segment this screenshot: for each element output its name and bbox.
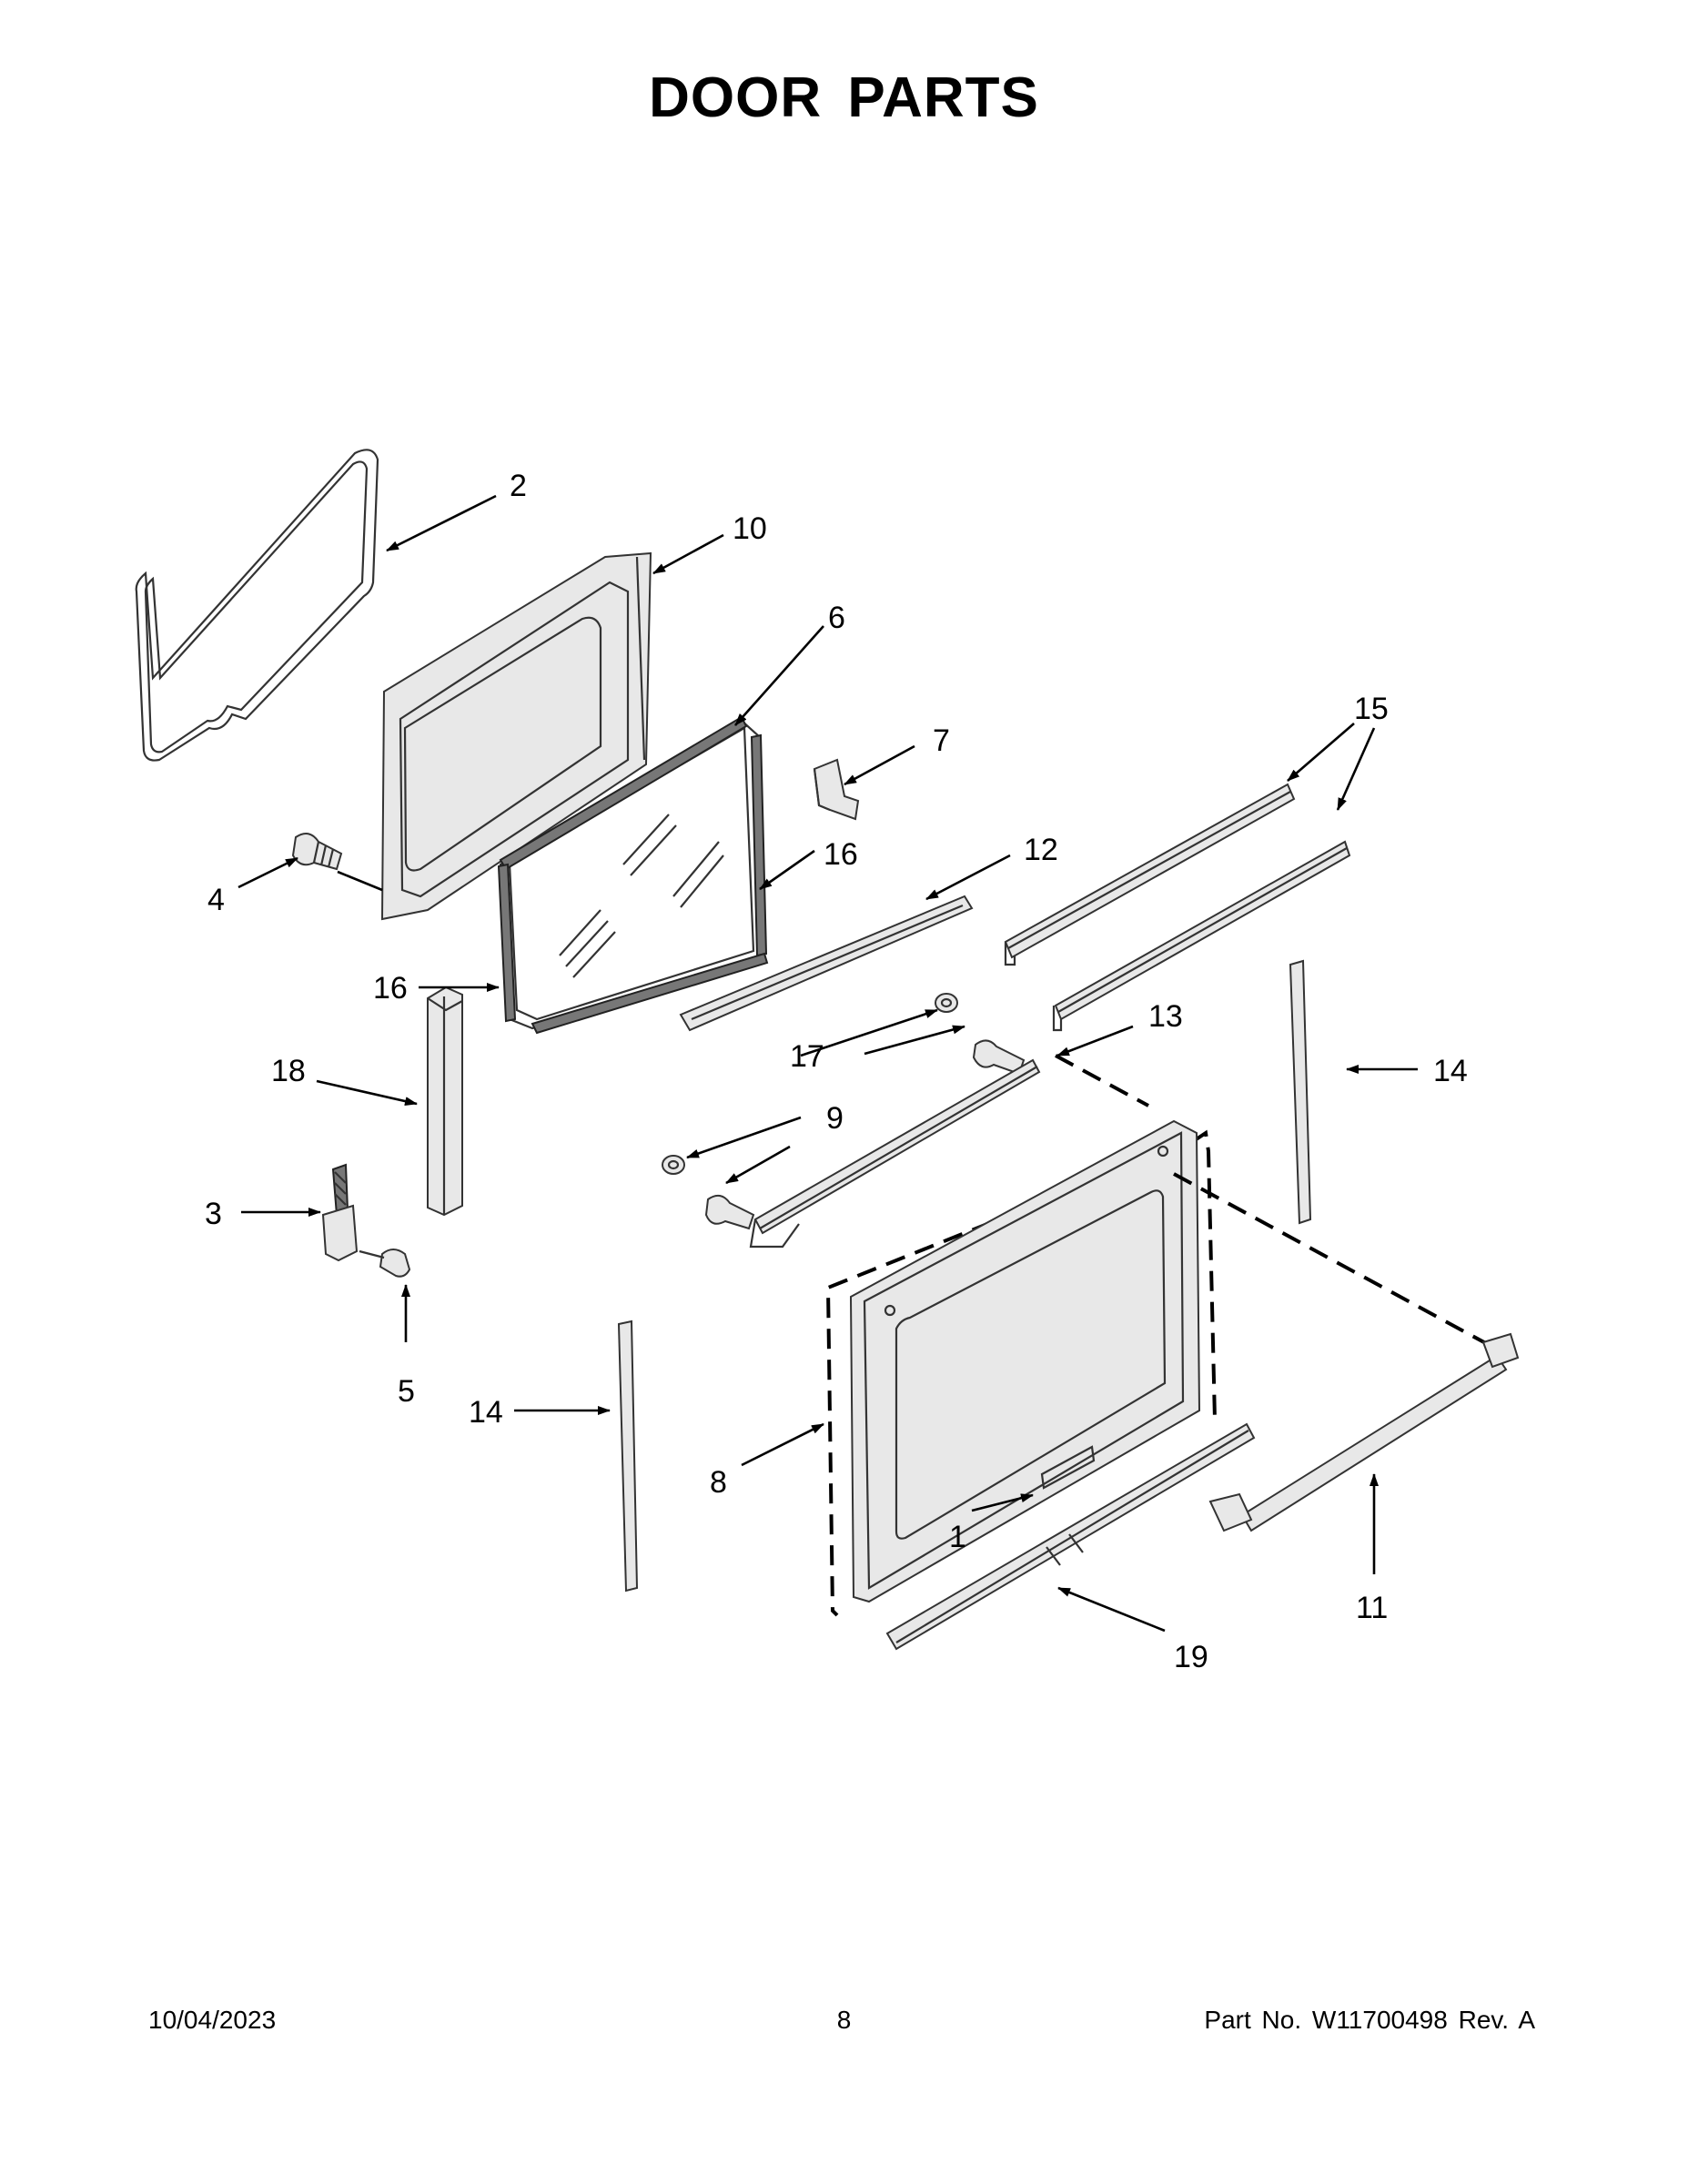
page-title: DOOR PARTS: [649, 66, 1039, 129]
part-14-trim-strip-right: [1289, 959, 1312, 1225]
callout-1: 1: [949, 1520, 966, 1554]
leader-lines: [238, 494, 1418, 1633]
callout-19: 19: [1174, 1640, 1208, 1674]
callout-13: 13: [1148, 999, 1183, 1034]
part-10-inner-door-panel: [380, 551, 652, 921]
footer-page-number: 8: [836, 2006, 852, 2034]
footer-part-number: Part No. W11700498 Rev. A: [1204, 2006, 1535, 2034]
part-5-screw: [359, 1249, 411, 1278]
callout-14-right: 14: [1433, 1054, 1468, 1088]
part-12-vent-trim: [679, 895, 974, 1032]
callout-16-right: 16: [824, 837, 858, 872]
part-2-door-gasket: [135, 449, 379, 762]
callout-5: 5: [398, 1374, 415, 1409]
part-9-door-frame: [704, 1058, 1041, 1249]
part-7-clip: [813, 758, 860, 821]
callout-7: 7: [933, 723, 950, 758]
callout-8: 8: [710, 1465, 727, 1500]
part-8-outer-door: [825, 1054, 1493, 1617]
callout-3: 3: [205, 1197, 222, 1231]
callout-11: 11: [1356, 1591, 1388, 1625]
callout-4: 4: [207, 883, 225, 917]
callout-16-left: 16: [373, 971, 408, 1006]
part-15-slides: [1004, 783, 1351, 1032]
part-18-spacer: [427, 986, 463, 1217]
callout-18: 18: [271, 1054, 306, 1088]
callout-2: 2: [510, 469, 527, 503]
part-19-vent-rail: [885, 1422, 1256, 1651]
callout-9: 9: [826, 1101, 844, 1136]
callout-6: 6: [828, 601, 845, 635]
part-6-door-glass: [497, 715, 769, 1035]
part-17-grommets: [662, 993, 958, 1175]
callout-labels: 2 10 6 7 15 16 12 4 16 13 18 17 14 9 3 5…: [205, 469, 1468, 1674]
callout-10: 10: [733, 511, 767, 546]
callout-17: 17: [790, 1039, 824, 1074]
part-4-screw: [291, 833, 343, 871]
part-3-hinge: [321, 1163, 359, 1262]
footer-date: 10/04/2023: [148, 2006, 277, 2034]
part-11-handle: [1208, 1332, 1520, 1532]
part-14-trim-strip-left: [617, 1320, 639, 1592]
callout-15: 15: [1354, 692, 1389, 726]
callout-12: 12: [1024, 833, 1058, 867]
callout-14-left: 14: [469, 1395, 503, 1430]
